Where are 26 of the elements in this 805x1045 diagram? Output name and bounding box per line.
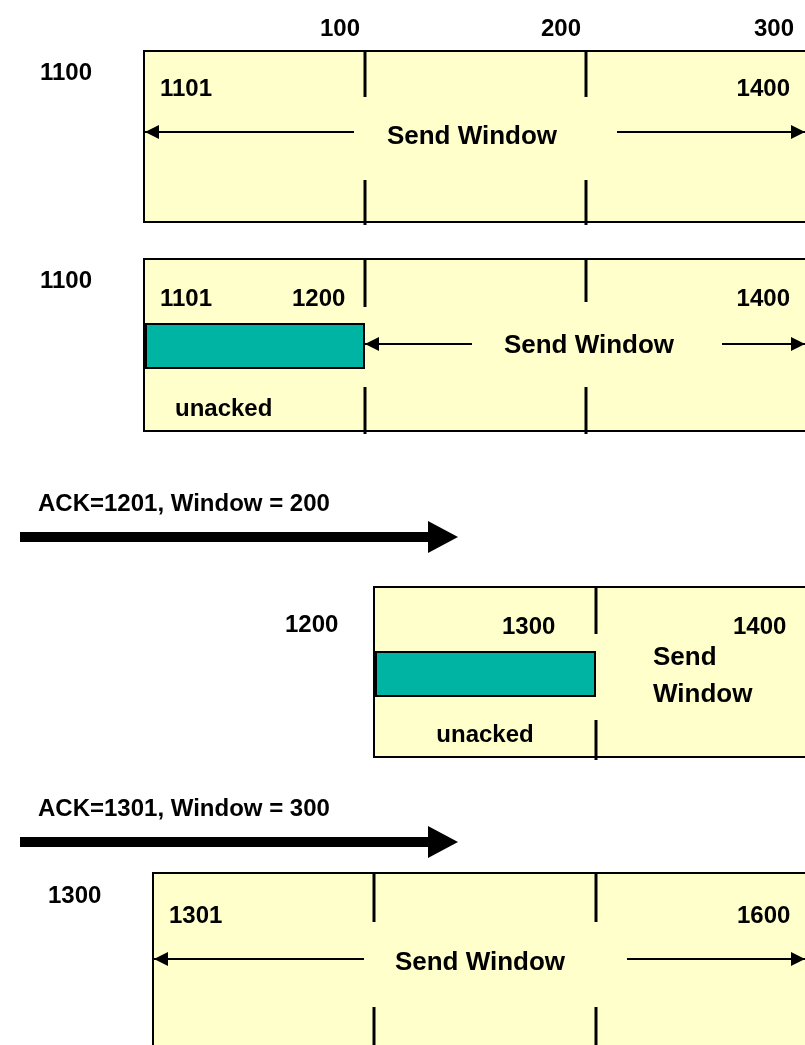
offset-label: 200	[541, 14, 582, 42]
sequence-number: 1100	[40, 266, 93, 294]
sequence-number: 1400	[736, 284, 790, 312]
sequence-number: 1100	[40, 58, 93, 86]
sequence-number: 1300	[48, 881, 102, 909]
window-panel	[143, 50, 805, 223]
unacked-segment-bar	[375, 651, 596, 697]
sequence-number: 1101	[160, 74, 213, 102]
sequence-number: 1200	[285, 610, 339, 638]
sequence-number: 1301	[169, 901, 223, 929]
ack-message: ACK=1301, Window = 300	[38, 794, 330, 822]
sequence-number: 1101	[160, 284, 213, 312]
unacked-label: unacked	[436, 720, 534, 748]
unacked-segment-bar	[145, 323, 365, 369]
offset-label: 300	[754, 14, 795, 42]
window-panel	[152, 872, 805, 1045]
sequence-number: 1600	[737, 901, 791, 929]
sequence-number: 1400	[733, 612, 787, 640]
sequence-number: 1400	[736, 74, 790, 102]
window-panel	[143, 258, 805, 432]
ack-message: ACK=1201, Window = 200	[38, 489, 330, 517]
offset-label: 100	[320, 14, 361, 42]
sequence-number: 1200	[292, 284, 346, 312]
sequence-number: 1300	[502, 612, 556, 640]
unacked-label: unacked	[175, 394, 273, 422]
window-panel	[373, 586, 805, 758]
